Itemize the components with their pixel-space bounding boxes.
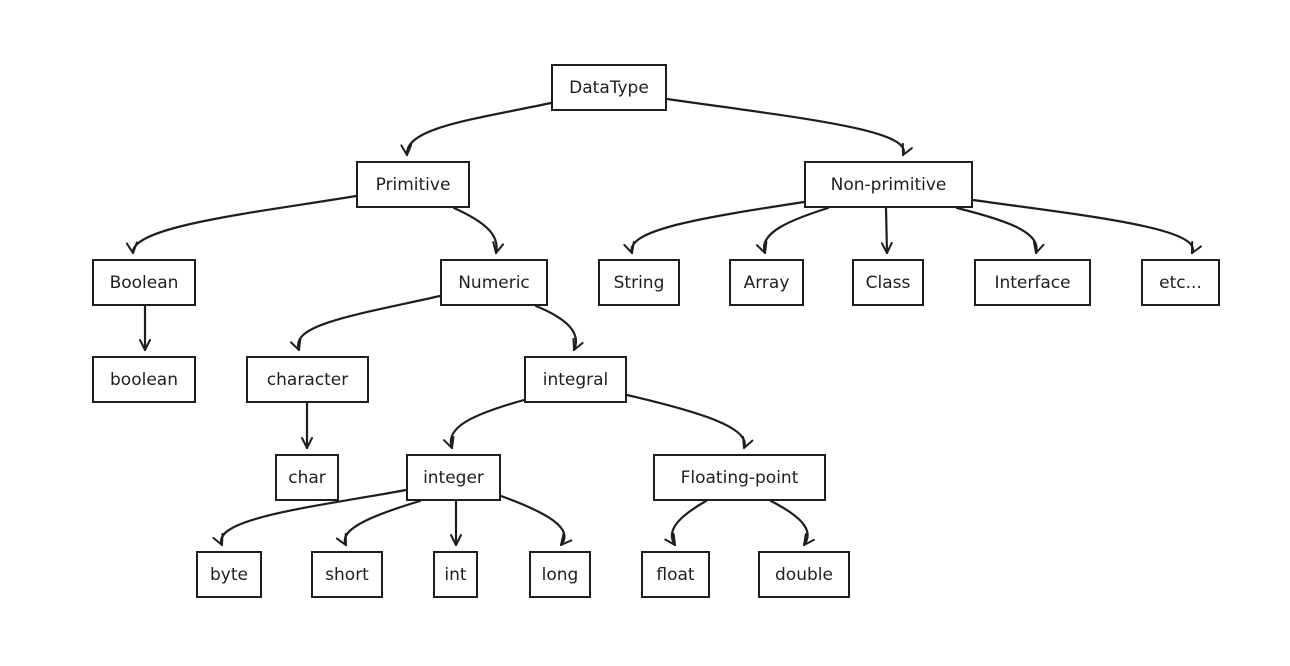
node-label: Non-primitive (830, 174, 947, 195)
edge-datatype-nonprimitive (665, 97, 913, 157)
node-label: String (613, 272, 665, 293)
node-short: short (311, 551, 383, 598)
edge-nonprimitive-array (755, 206, 830, 255)
node-label: boolean (110, 369, 178, 390)
edge-numeric-character (289, 294, 442, 352)
node-float: float (641, 551, 710, 598)
node-label: int (444, 564, 467, 585)
node-boolean: Boolean (92, 259, 196, 306)
node-long: long (529, 551, 591, 598)
node-label: DataType (569, 77, 649, 98)
node-label: Array (743, 272, 790, 293)
node-interface: Interface (974, 259, 1091, 306)
node-primitive: Primitive (356, 161, 470, 208)
node-label: etc... (1159, 272, 1202, 293)
edge-numeric-integral (534, 304, 584, 352)
node-numeric: Numeric (440, 259, 548, 306)
node-label: Numeric (458, 272, 530, 293)
node-etc: etc... (1141, 259, 1220, 306)
edge-integer-long (499, 494, 573, 547)
node-label: integer (423, 467, 484, 488)
edge-datatype-primitive (400, 101, 553, 157)
node-string: String (598, 259, 680, 306)
edge-integral-floating (625, 393, 754, 450)
node-datatype: DataType (551, 64, 667, 111)
node-label: float (656, 564, 695, 585)
edge-floating-double (769, 499, 815, 547)
edge-nonprimitive-interface (955, 206, 1045, 255)
node-integral: integral (524, 356, 627, 403)
edge-primitive-boolean (125, 194, 358, 255)
node-boolean-keyword: boolean (92, 356, 196, 403)
edge-integer-byte (212, 488, 408, 547)
node-char: char (275, 454, 339, 501)
node-integer: integer (406, 454, 501, 501)
node-label: short (325, 564, 369, 585)
node-int: int (433, 551, 478, 598)
edge-nonprimitive-string (623, 200, 806, 255)
edge-integral-integer (442, 398, 526, 450)
node-class: Class (852, 259, 924, 306)
node-label: char (288, 467, 326, 488)
edge-primitive-numeric (452, 206, 505, 255)
edge-floating-float (664, 499, 708, 547)
edge-nonprimitive-class (880, 206, 893, 255)
node-byte: byte (196, 551, 262, 598)
node-label: byte (210, 564, 248, 585)
node-label: double (775, 564, 833, 585)
node-label: Boolean (109, 272, 179, 293)
node-array: Array (729, 259, 804, 306)
node-floating-point: Floating-point (653, 454, 826, 501)
node-double: double (758, 551, 850, 598)
node-label: Class (865, 272, 911, 293)
node-label: Interface (994, 272, 1071, 293)
edge-integer-short (335, 499, 422, 547)
node-non-primitive: Non-primitive (804, 161, 973, 208)
node-label: character (266, 369, 349, 390)
node-label: Floating-point (680, 467, 799, 488)
node-label: Primitive (375, 174, 451, 195)
node-label: integral (542, 369, 609, 390)
node-label: long (541, 564, 579, 585)
edge-nonprimitive-etc (971, 198, 1203, 255)
node-character: character (246, 356, 369, 403)
